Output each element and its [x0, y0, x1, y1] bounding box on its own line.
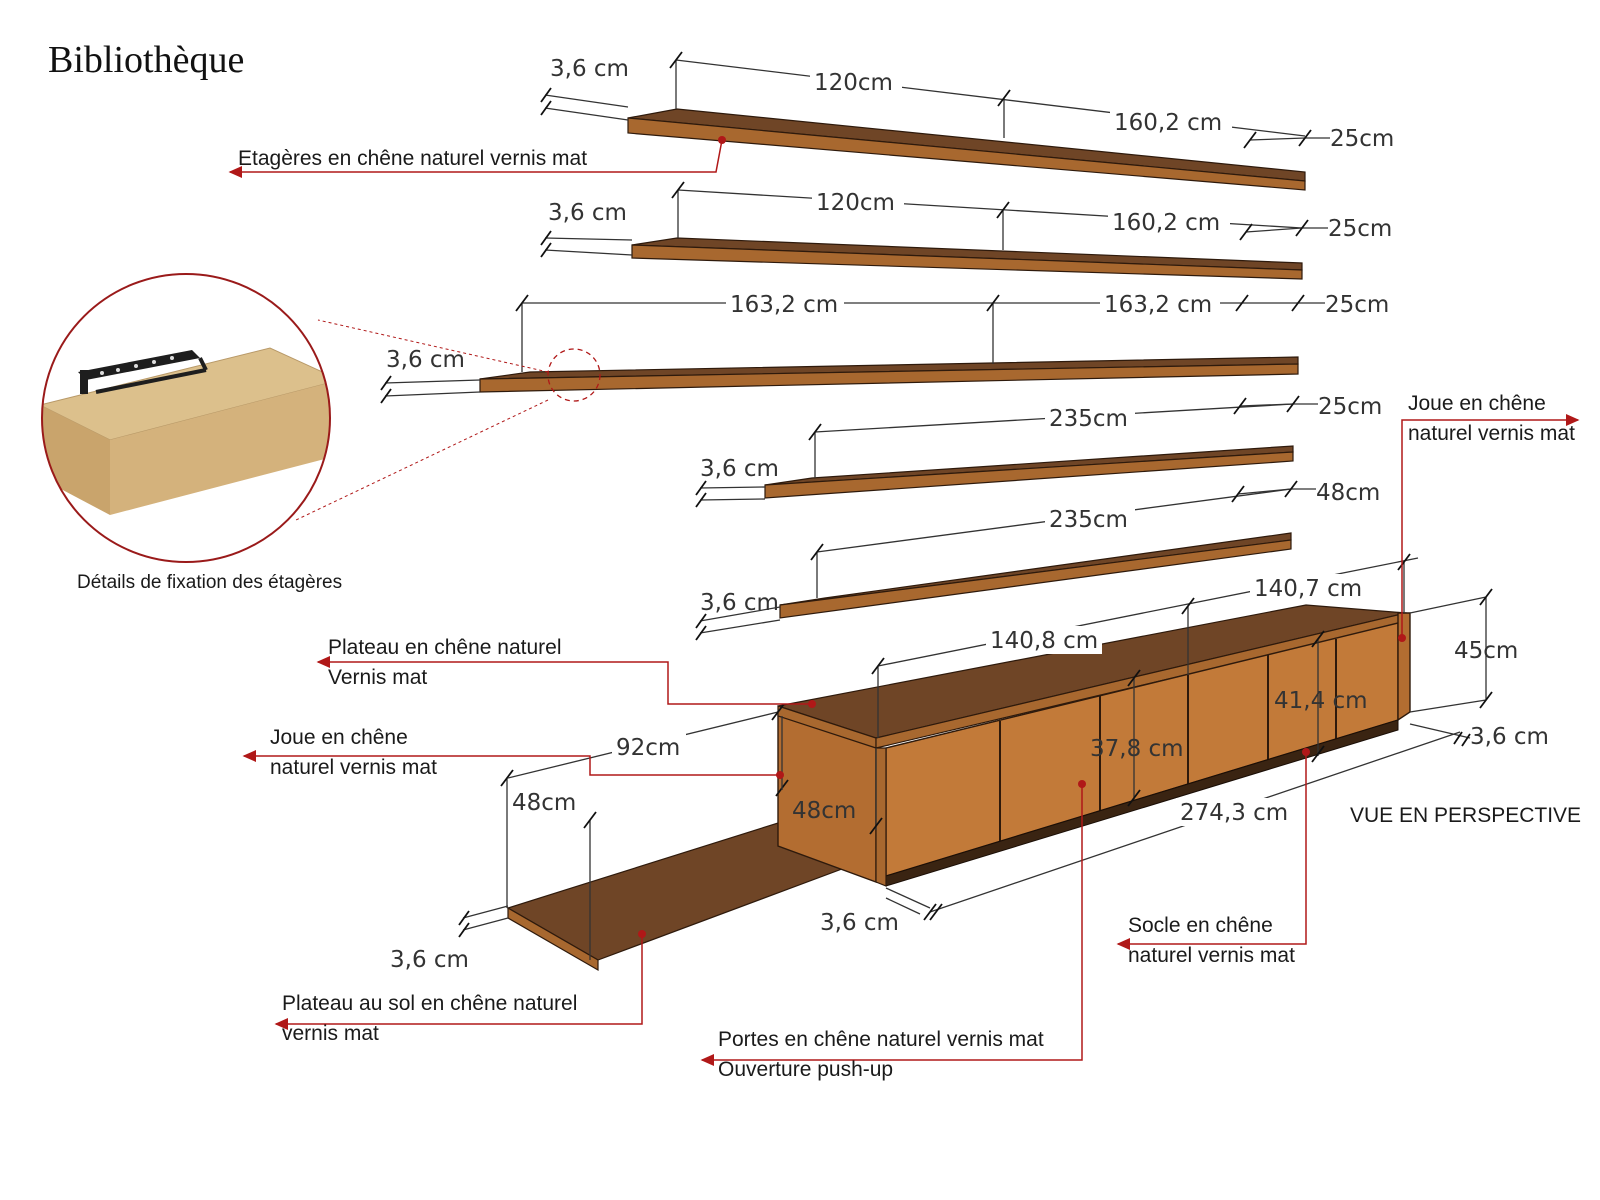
cabinet [777, 604, 1411, 887]
shelf-1-depth-label: 25cm [1330, 126, 1394, 152]
shelf-4-front-edge [764, 451, 1294, 499]
cabinet-door-right-height-label: 41,4 cm [1274, 688, 1368, 714]
floor-plate-front-edge [507, 906, 599, 972]
shelf-5-depth-label: 48cm [1316, 480, 1380, 506]
bracket-icon [78, 350, 208, 394]
shelf-2-right-length-label: 160,2 cm [1112, 210, 1220, 236]
detail-caption: Détails de fixation des étagères [77, 572, 342, 593]
fixation-detail-marker [547, 348, 601, 402]
cabinet-side-height-label: 48cm [792, 798, 856, 824]
label-shelves: Etagères en chêne naturel vernis mat [238, 147, 587, 170]
page-title: Bibliothèque [48, 39, 244, 81]
shelf-2-front-edge [631, 244, 1303, 280]
shelf-3-thickness-label: 3,6 cm [386, 347, 465, 373]
cabinet-right-side [1397, 612, 1411, 722]
fixation-detail: Détails de fixation des étagères [41, 273, 549, 593]
shelf-3-front-edge [479, 363, 1299, 393]
cabinet-door-left-height-label: 37,8 cm [1090, 736, 1184, 762]
shelf-4-length-label: 235cm [1049, 406, 1128, 432]
detail-shelf-end [42, 405, 110, 515]
shelf-2-left-length-label: 120cm [816, 190, 895, 216]
floor-height-label: 48cm [512, 790, 576, 816]
shelf-5-top [779, 532, 1292, 606]
cabinet-left-side-edge [875, 747, 887, 887]
label-doors-line-1: Portes en chêne naturel vernis mat [718, 1028, 1044, 1051]
label-socle-line-2: naturel vernis mat [1128, 944, 1295, 967]
shelf-2-thickness-label: 3,6 cm [548, 200, 627, 226]
shelf-3-depth-label: 25cm [1325, 292, 1389, 318]
label-side-right-line-2: naturel vernis mat [1408, 422, 1575, 445]
shelf-1-right-length-label: 160,2 cm [1114, 110, 1222, 136]
annotations: Etagères en chêne naturel vernis mat Jou… [228, 136, 1581, 1081]
shelf-3-left-length-label: 163,2 cm [730, 292, 838, 318]
label-floor-line-2: vernis mat [282, 1022, 379, 1045]
cabinet-length-label: 274,3 cm [1180, 800, 1288, 826]
cabinet-base-height-label: 3,6 cm [1470, 724, 1549, 750]
label-floor-line-1: Plateau au sol en chêne naturel [282, 992, 577, 1015]
cabinet-dimensions: 140,8 cm 140,7 cm 45cm 3,6 cm 37,8 cm 41… [507, 553, 1549, 936]
shelf-5: 3,6 cm 235cm 48cm [695, 480, 1380, 641]
shelf-2: 3,6 cm 120cm 160,2 cm 25cm [540, 181, 1392, 280]
shelf-5-front-edge [779, 539, 1292, 619]
label-plateau-line-2: Vernis mat [328, 666, 427, 689]
label-plateau-line-1: Plateau en chêne naturel [328, 636, 562, 659]
shelf-1: 3,6 cm 120cm 160,2 cm 25cm [540, 51, 1394, 191]
label-socle-line-1: Socle en chêne [1128, 914, 1273, 937]
cabinet-side-depth-label: 92cm [616, 735, 680, 761]
cabinet-top-left-label: 140,8 cm [990, 628, 1098, 654]
shelf-4-thickness-label: 3,6 cm [700, 456, 779, 482]
label-doors-line-2: Ouverture push-up [718, 1058, 893, 1081]
shelf-5-length-label: 235cm [1049, 507, 1128, 533]
shelf-1-left-length-label: 120cm [814, 70, 893, 96]
cabinet-base-thickness-label: 3,6 cm [820, 910, 899, 936]
shelf-5-thickness-label: 3,6 cm [700, 590, 779, 616]
shelf-4: 3,6 cm 235cm 25cm [695, 394, 1382, 508]
label-side-left-line-2: naturel vernis mat [270, 756, 437, 779]
shelf-2-depth-label: 25cm [1328, 216, 1392, 242]
floor-plate: 48cm 3,6 cm [390, 769, 868, 973]
detail-shelf-front [110, 380, 330, 515]
cabinet-top-right-label: 140,7 cm [1254, 576, 1362, 602]
shelf-4-depth-label: 25cm [1318, 394, 1382, 420]
shelf-1-front-edge [627, 117, 1306, 191]
shelf-3-right-length-label: 163,2 cm [1104, 292, 1212, 318]
floor-thickness-label: 3,6 cm [390, 947, 469, 973]
cabinet-height-label: 45cm [1454, 638, 1518, 664]
view-label: VUE EN PERSPECTIVE [1350, 804, 1581, 827]
detail-circle-border [41, 273, 331, 563]
label-side-left-line-1: Joue en chêne [270, 726, 408, 749]
label-side-right-line-1: Joue en chêne [1408, 392, 1546, 415]
shelf-3: 3,6 cm 163,2 cm 163,2 cm 25cm [380, 290, 1389, 404]
shelf-1-thickness-label: 3,6 cm [550, 56, 629, 82]
